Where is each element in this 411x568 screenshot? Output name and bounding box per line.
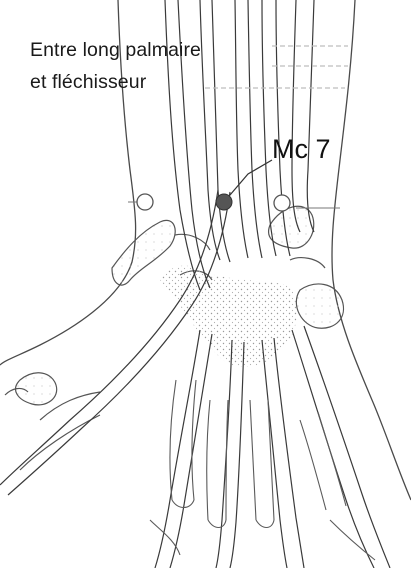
- callout-leader: [224, 160, 272, 202]
- finger-bones: [150, 380, 375, 560]
- landmark-left-marker: [137, 194, 153, 210]
- palm-shading: [160, 266, 297, 367]
- acupoint-label: Mc 7: [272, 136, 331, 163]
- acupoint-marker: [216, 194, 232, 210]
- annotation-line-2: et fléchisseur: [30, 73, 146, 93]
- landmark-right-marker: [274, 195, 290, 211]
- annotation-line-1: Entre long palmaire: [30, 41, 201, 61]
- bones: [5, 206, 343, 470]
